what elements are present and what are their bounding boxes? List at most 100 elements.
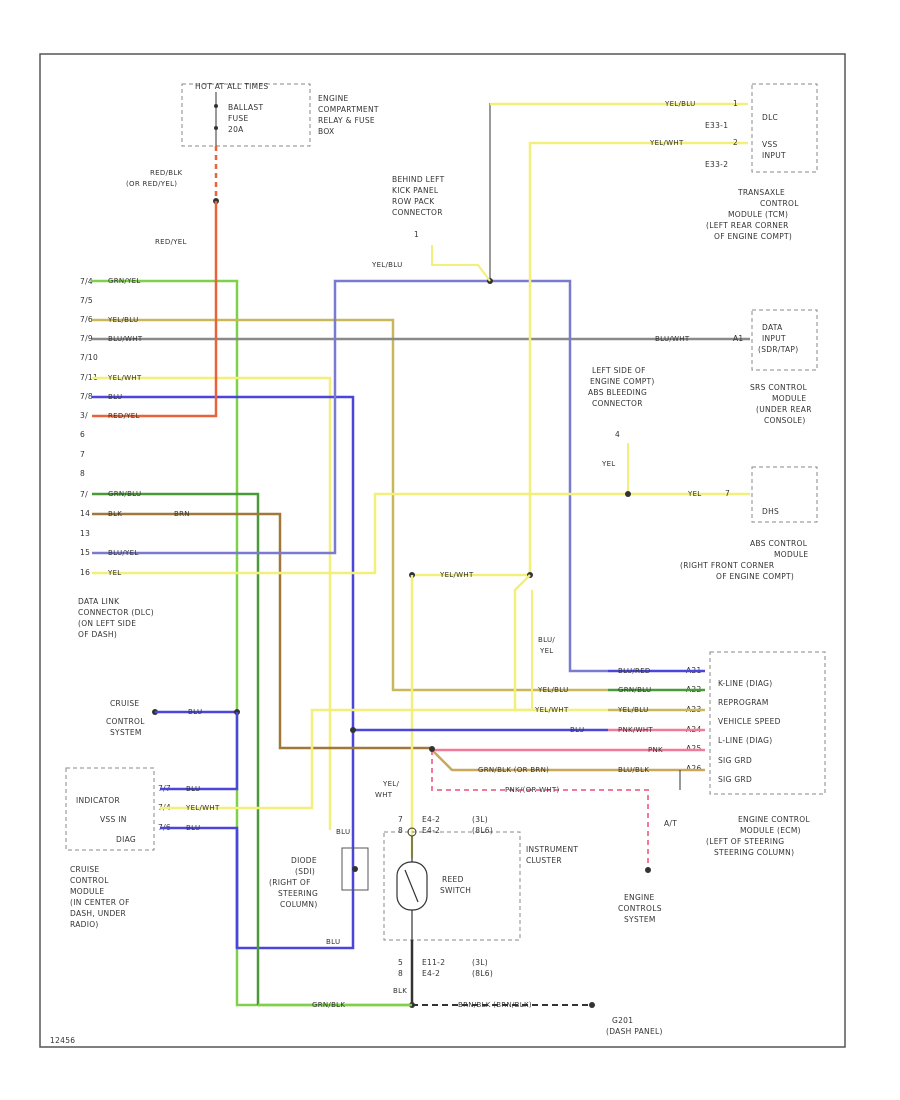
cruise-mod: MODULE	[70, 887, 104, 896]
reed-pin: 7	[398, 815, 403, 824]
wire-label-red-yel-pin: RED/YEL	[108, 412, 140, 420]
wire-label-red-yel: RED/YEL	[155, 238, 187, 246]
relay-box-line: ENGINE	[318, 94, 349, 103]
srs-loc: CONSOLE)	[764, 416, 806, 425]
wire-label-yel-wht-mid: YEL/WHT	[439, 571, 474, 579]
reed-bottom-label: (8L6)	[472, 969, 493, 978]
yel-wire	[92, 492, 750, 575]
ecm-loc: STEERING COLUMN)	[714, 848, 794, 857]
data-input-box	[751, 309, 818, 371]
diode-loc: (RIGHT OF	[269, 878, 311, 887]
dlc-pin: 3/	[80, 411, 88, 420]
diagram-frame	[39, 53, 846, 1048]
tcm-loc: (LEFT REAR CORNER	[706, 221, 789, 230]
ecm-wire-pnk	[430, 748, 705, 752]
wire-label-pnk: PNK	[648, 746, 663, 754]
wire-label-blk-ground: BLK	[393, 987, 407, 995]
data-input-pin: A1	[733, 334, 744, 343]
abs-loc: ABS CONTROL	[750, 539, 808, 548]
e33-label: E33-1	[705, 121, 728, 130]
dlc-loc: CONNECTOR (DLC)	[78, 608, 154, 617]
relay-fuse-box	[181, 83, 311, 147]
ecm-pin-name: K-LINE (DIAG)	[718, 679, 773, 688]
wire-label-blu-ecm: BLU	[570, 726, 584, 734]
blu-wire	[92, 395, 355, 950]
dlc-top-label: DLC	[762, 113, 778, 122]
wire-label-yel-wht-c: YEL/WHT	[185, 804, 220, 812]
indicator-line: INDICATOR	[76, 796, 120, 805]
ground-pin: 5	[398, 958, 403, 967]
wire-label-grn-blu: GRN/BLU	[108, 490, 141, 498]
ecm-pin-name: L-LINE (DIAG)	[718, 736, 772, 745]
wire-label-blu-red: BLU/RED	[618, 667, 651, 675]
dlc-loc: DATA LINK	[78, 597, 120, 606]
diode-loc: DIODE	[291, 856, 317, 865]
e33-label: E33-2	[705, 160, 728, 169]
ecm-loc: ENGINE CONTROL	[738, 815, 810, 824]
dlc-pin: 7/	[80, 490, 88, 499]
wire-label-blu-bottom: BLU	[326, 938, 340, 946]
yel-wht-ecm	[513, 574, 608, 712]
wire-label-blu: BLU	[108, 393, 122, 401]
wire-label-yel-wht-top: YEL/WHT	[649, 139, 684, 147]
red-yel-wire	[92, 201, 218, 418]
ecm-pin-ids: A21 A22 A23 A24 A25 A26	[686, 666, 702, 773]
dlc-pin: 7/10	[80, 353, 98, 362]
data-input-line: DATA	[762, 323, 783, 332]
wire-label-red-blk: RED/BLK	[150, 169, 183, 177]
ecm-wire-grn-blk	[431, 749, 705, 772]
cruise-wire-yel-wht	[160, 708, 532, 810]
blu-yel-v-label: YEL	[539, 647, 554, 655]
ground-dot	[589, 1002, 595, 1008]
fuse-label: FUSE	[228, 114, 249, 123]
dlc-top-box	[751, 83, 818, 173]
wire-label-yel-blu-ecm2: YEL/BLU	[617, 706, 649, 714]
cruise-mod: RADIO)	[70, 920, 99, 929]
cruise-wire-blu-2	[160, 826, 239, 948]
ecm-pin-id: A26	[686, 764, 702, 773]
splice-dot	[429, 746, 435, 752]
dlc-pin: 15	[80, 548, 90, 557]
vss-input-line: VSS	[762, 140, 778, 149]
reed-top-label: E4-2	[422, 826, 440, 835]
data-input-line: (SDR/TAP)	[758, 345, 798, 354]
wire-label-blu-cruise: BLU	[188, 708, 202, 716]
cruise-mod: CRUISE	[70, 865, 99, 874]
dlc-pin: 7/4	[80, 277, 93, 286]
dhs-pin: 7	[725, 489, 730, 498]
indicator-line: VSS IN	[100, 815, 127, 824]
ground-pin: 8	[398, 969, 403, 978]
fuse-name: BALLAST	[228, 103, 263, 112]
dlc-pin: 6	[80, 430, 85, 439]
dhs-box	[751, 466, 818, 523]
wire-label-blu-wht-right: BLU/WHT	[655, 335, 690, 343]
kick-pin: 1	[414, 230, 419, 239]
reed-pin: 8	[398, 826, 403, 835]
ecm-pin-name: REPROGRAM	[718, 698, 769, 707]
behind-kick-line: KICK PANEL	[392, 186, 439, 195]
wire-label-yel-wht-reed: YEL/	[382, 780, 399, 788]
brn-wire	[92, 512, 432, 750]
reed-label: REED	[442, 875, 464, 884]
dlc-pin: 7/6	[80, 315, 93, 324]
wire-label-pnk-wht-dash: PNK/(OR WHT)	[505, 786, 560, 794]
ecm-pin-name: VEHICLE SPEED	[718, 717, 781, 726]
instr-label: CLUSTER	[526, 856, 562, 865]
relay-box-line: RELAY & FUSE	[318, 116, 375, 125]
diode-box	[341, 847, 369, 891]
dlc-top-pin: 1	[733, 99, 738, 108]
dlc-pin: 7/8	[80, 392, 93, 401]
fuse-amp: 20A	[228, 125, 244, 134]
wire-label-yel-abs: YEL	[601, 460, 616, 468]
wire-label-blu-blk: BLU/BLK	[618, 766, 649, 774]
tcm-loc: OF ENGINE COMPT)	[714, 232, 792, 241]
behind-kick-line: ROW PACK	[392, 197, 435, 206]
srs-loc: SRS CONTROL	[750, 383, 808, 392]
ecm-wire-pnk-dash	[431, 750, 649, 868]
wire-label-yel-blu-top: YEL/BLU	[664, 100, 696, 108]
wire-label-yel-wht: YEL/WHT	[107, 374, 142, 382]
diode-dot	[352, 866, 358, 872]
left-side-line: LEFT SIDE OF	[592, 366, 646, 375]
ecm-loc: (LEFT OF STEERING	[706, 837, 784, 846]
